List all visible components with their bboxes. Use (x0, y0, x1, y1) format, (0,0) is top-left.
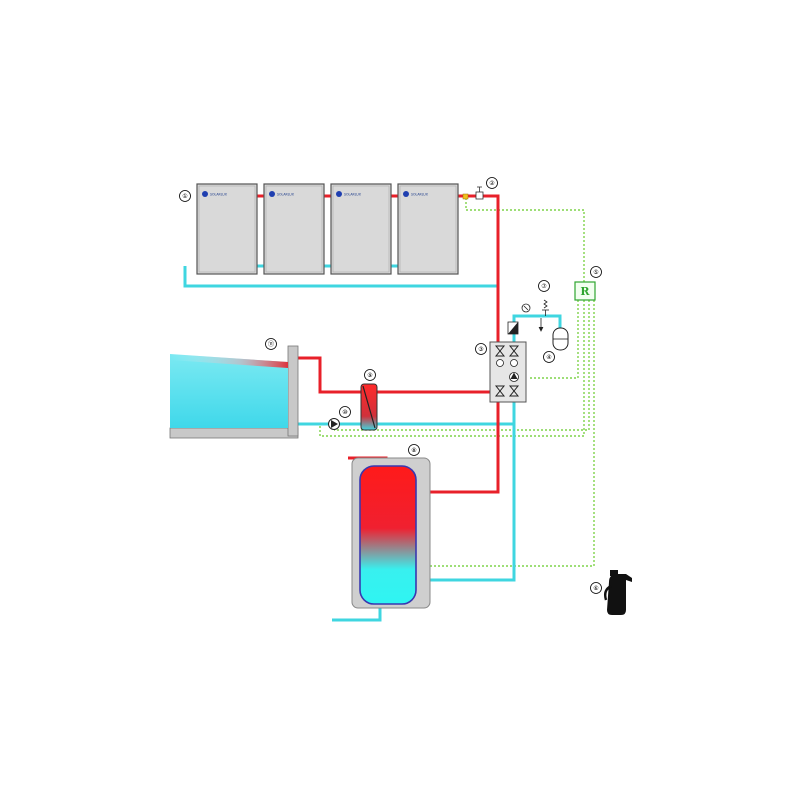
collector-panel-3: SOLARLUX (330, 183, 392, 275)
panel-brand: SOLARLUX (277, 193, 295, 197)
panel-brand: SOLARLUX (411, 193, 429, 197)
tank-inner (359, 465, 417, 605)
svg-text:④: ④ (546, 354, 551, 361)
sun-logo-icon (202, 191, 208, 197)
callout-4: ④ (543, 351, 555, 363)
sun-logo-icon (269, 191, 275, 197)
callout-11: ⑪ (265, 338, 277, 350)
station-cold-down-pipe (416, 402, 516, 582)
antifreeze-canister-icon (603, 570, 632, 615)
safety-valve-icon (538, 299, 549, 332)
pool-floor (169, 427, 299, 439)
pool-water (170, 354, 288, 428)
wire-controller-station (528, 300, 579, 379)
heat-exchanger-icon (360, 383, 378, 431)
tank-cold-outlet-pipe (332, 604, 382, 622)
callout-10: ⑩ (339, 406, 351, 418)
valve-icon (494, 345, 520, 357)
panel-brand: SOLARLUX (344, 193, 362, 197)
svg-text:⑤: ⑤ (593, 269, 598, 276)
collector-flow-pipe (458, 194, 500, 342)
callout-8: ⑧ (408, 444, 420, 456)
thermometer-icon (510, 359, 518, 367)
station-to-tank-pipe (416, 402, 500, 494)
callout-labels: ① ② ③ ④ ⑤ ⑥ ⑦ ⑧ (179, 177, 602, 594)
collector-panel-2: SOLARLUX (263, 183, 325, 275)
collector-sensor (462, 193, 469, 200)
callout-3: ③ (475, 343, 487, 355)
pump-icon (328, 418, 340, 430)
pool-surface (170, 354, 288, 368)
callout-2: ② (486, 177, 498, 189)
sun-logo-icon (336, 191, 342, 197)
signal-wires (319, 198, 595, 567)
swimming-pool (169, 345, 299, 439)
thermometer-icon (496, 359, 504, 367)
svg-text:⑦: ⑦ (541, 283, 547, 290)
callout-6: ⑥ (590, 582, 602, 594)
pool-flow-pipe (290, 356, 490, 394)
svg-text:⑩: ⑩ (342, 409, 347, 416)
panel-connectors (257, 194, 398, 268)
pump-icon (509, 372, 519, 382)
solar-station (489, 321, 527, 403)
collector-return-pipe (183, 266, 500, 342)
panel-brand: SOLARLUX (210, 193, 228, 197)
collector-panel-4: SOLARLUX (397, 183, 459, 275)
expansion-vessel-icon (552, 327, 569, 351)
callout-5: ⑤ (590, 266, 602, 278)
svg-text:⑨: ⑨ (367, 372, 372, 379)
wire-collector-sensor (465, 198, 585, 286)
svg-text:⑧: ⑧ (411, 447, 416, 454)
pool-wall (287, 345, 299, 437)
svg-text:③: ③ (478, 346, 483, 353)
wire-controller-pump10 (334, 300, 590, 431)
svg-text:⑥: ⑥ (593, 585, 598, 592)
wire-controller-pool (319, 300, 585, 437)
callout-1: ① (179, 190, 191, 202)
svg-text:②: ② (489, 180, 495, 187)
valve-icon (494, 385, 520, 397)
callout-7: ⑦ (538, 280, 550, 292)
svg-text:⑪: ⑪ (268, 340, 274, 348)
wire-controller-tank (414, 300, 595, 567)
callout-9: ⑨ (364, 369, 376, 381)
controller: R (574, 281, 596, 301)
collector-panel-1: SOLARLUX (196, 183, 258, 275)
air-vent-icon (475, 186, 484, 200)
pressure-gauge-icon (521, 303, 531, 313)
solar-collector-array: SOLARLUX SOLARLUX SOLARLUX SOLARLUX (196, 183, 459, 275)
svg-text:①: ① (182, 193, 187, 200)
sun-logo-icon (403, 191, 409, 197)
controller-letter: R (580, 285, 590, 298)
storage-tank (351, 457, 431, 609)
